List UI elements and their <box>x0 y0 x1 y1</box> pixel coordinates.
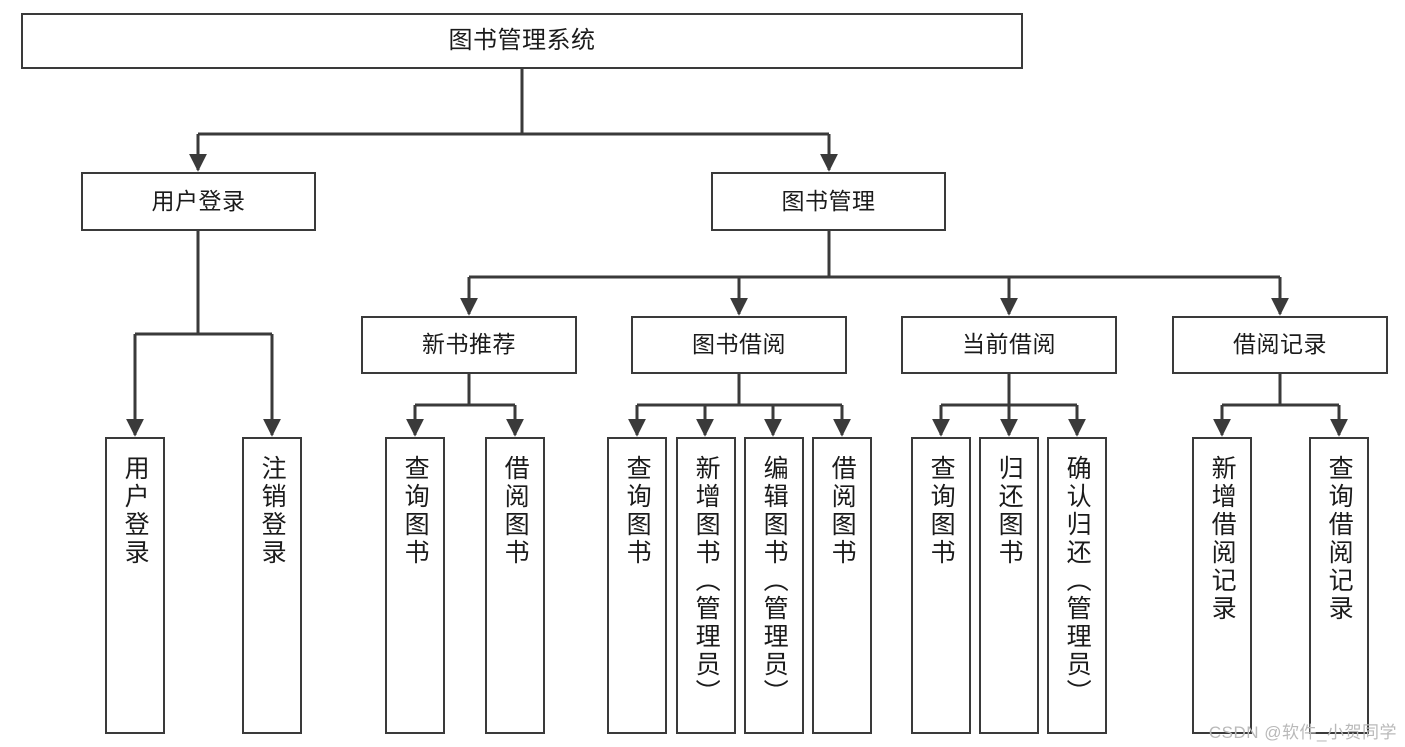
node-label: 当前借阅 <box>962 331 1056 358</box>
node-book-management-system[interactable]: 图书管理系统 <box>21 13 1023 69</box>
node-label: 编辑图书（管理员） <box>760 455 789 707</box>
node-label: 借阅图书 <box>501 455 530 567</box>
node-book-borrow[interactable]: 图书借阅 <box>631 316 847 374</box>
leaf-current-borrow-return-book[interactable]: 归还图书 <box>979 437 1039 734</box>
node-label: 借阅图书 <box>828 455 857 567</box>
leaf-book-borrow-borrow-book[interactable]: 借阅图书 <box>812 437 872 734</box>
leaf-book-borrow-query-book[interactable]: 查询图书 <box>607 437 667 734</box>
csdn-watermark: CSDN @软件_小贺同学 <box>1208 723 1397 742</box>
node-label: 查询图书 <box>623 455 652 567</box>
leaf-user-login-logout[interactable]: 注销登录 <box>242 437 302 734</box>
node-label: 图书管理 <box>781 187 876 214</box>
leaf-user-login-login[interactable]: 用户登录 <box>105 437 165 734</box>
leaf-book-borrow-add-book-admin[interactable]: 新增图书（管理员） <box>676 437 736 734</box>
leaf-new-book-query-book[interactable]: 查询图书 <box>385 437 445 734</box>
node-label: 查询图书 <box>927 455 956 567</box>
leaf-book-borrow-edit-book-admin[interactable]: 编辑图书（管理员） <box>744 437 804 734</box>
node-label: 确认归还（管理员） <box>1063 455 1092 707</box>
node-label: 图书借阅 <box>692 331 786 358</box>
leaf-current-borrow-query-book[interactable]: 查询图书 <box>911 437 971 734</box>
node-label: 注销登录 <box>258 455 287 567</box>
node-user-login[interactable]: 用户登录 <box>81 172 316 231</box>
node-label: 用户登录 <box>151 187 246 214</box>
node-label: 查询借阅记录 <box>1325 455 1354 623</box>
node-label: 新增借阅记录 <box>1208 455 1237 623</box>
leaf-new-book-borrow-book[interactable]: 借阅图书 <box>485 437 545 734</box>
node-current-borrow[interactable]: 当前借阅 <box>901 316 1117 374</box>
node-label: 新增图书（管理员） <box>692 455 721 707</box>
leaf-current-borrow-confirm-return-admin[interactable]: 确认归还（管理员） <box>1047 437 1107 734</box>
leaf-borrow-record-add-record[interactable]: 新增借阅记录 <box>1192 437 1252 734</box>
leaf-borrow-record-query-record[interactable]: 查询借阅记录 <box>1309 437 1369 734</box>
node-borrow-record[interactable]: 借阅记录 <box>1172 316 1388 374</box>
node-label: 图书管理系统 <box>448 26 596 54</box>
node-label: 新书推荐 <box>422 331 516 358</box>
node-label: 借阅记录 <box>1233 331 1327 358</box>
node-label: 归还图书 <box>995 455 1024 567</box>
node-new-book-recommend[interactable]: 新书推荐 <box>361 316 577 374</box>
node-label: 用户登录 <box>121 455 150 567</box>
node-label: 查询图书 <box>401 455 430 567</box>
node-book-management[interactable]: 图书管理 <box>711 172 946 231</box>
